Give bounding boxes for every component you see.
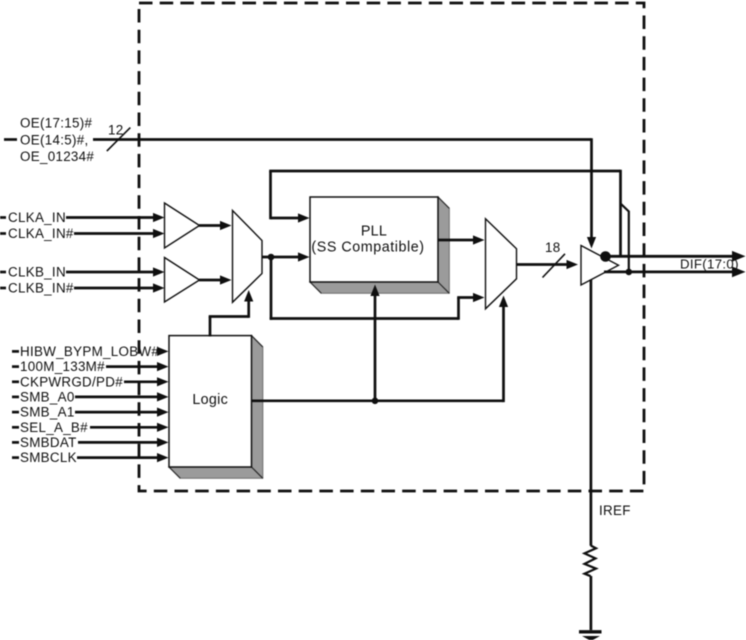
svg-text:(SS Compatible): (SS Compatible) (311, 240, 424, 256)
svg-text:SMB_A1: SMB_A1 (20, 405, 75, 420)
svg-text:CLKA_IN: CLKA_IN (8, 210, 66, 225)
svg-text:DIF(17:0): DIF(17:0) (680, 257, 739, 272)
svg-text:OE_01234#: OE_01234# (20, 149, 94, 164)
svg-text:PLL: PLL (361, 224, 387, 240)
svg-text:IREF: IREF (599, 503, 631, 518)
svg-text:Logic: Logic (192, 392, 228, 408)
svg-text:SMBDAT: SMBDAT (20, 435, 77, 450)
svg-text:CLKB_IN#: CLKB_IN# (8, 281, 74, 296)
svg-text:OE(14:5)#,: OE(14:5)#, (20, 132, 89, 147)
svg-text:HIBW_BYPM_LOBW#: HIBW_BYPM_LOBW# (20, 344, 159, 359)
svg-text:CKPWRGD/PD#: CKPWRGD/PD# (20, 374, 123, 389)
svg-text:SEL_A_B#: SEL_A_B# (20, 420, 88, 435)
svg-text:CLKB_IN: CLKB_IN (8, 265, 66, 280)
svg-text:18: 18 (545, 240, 561, 255)
svg-text:CLKA_IN#: CLKA_IN# (8, 226, 74, 241)
svg-text:OE(17:15)#: OE(17:15)# (20, 116, 92, 131)
svg-text:100M_133M#: 100M_133M# (20, 359, 105, 374)
svg-text:SMBCLK: SMBCLK (20, 450, 77, 465)
svg-text:SMB_A0: SMB_A0 (20, 390, 75, 405)
svg-text:12: 12 (108, 123, 124, 138)
